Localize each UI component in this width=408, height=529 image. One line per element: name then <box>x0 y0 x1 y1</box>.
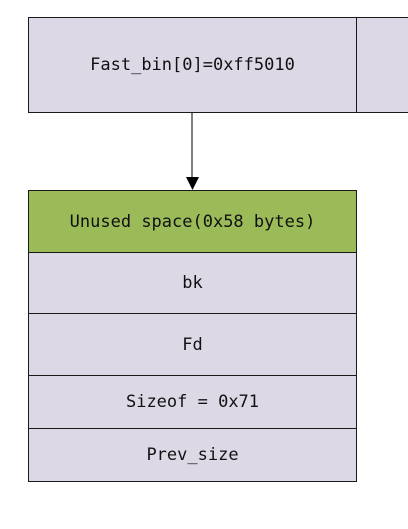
chunk-row-label: Sizeof = 0x71 <box>125 392 260 412</box>
chunk-row-label: Prev_size <box>146 445 239 465</box>
chunk-row-label: bk <box>182 273 203 293</box>
chunk-row-label: Unused space(0x58 bytes) <box>69 211 316 232</box>
chunk-row-label: Fd <box>182 334 203 355</box>
chunk-row-prev-size: Prev_size <box>28 428 357 482</box>
chunk-row-fd: Fd <box>28 313 357 376</box>
chunk-row-size: Sizeof = 0x71 <box>28 375 357 429</box>
fastbin-next-entry-box <box>356 17 408 113</box>
chunk-row-bk: bk <box>28 252 357 314</box>
chunk-row-unused-space: Unused space(0x58 bytes) <box>28 190 357 253</box>
fastbin-entry-box: Fast_bin[0]=0xff5010 <box>28 17 357 113</box>
pointer-arrow-head <box>186 177 199 190</box>
fastbin-entry-label: Fast_bin[0]=0xff5010 <box>90 55 295 75</box>
